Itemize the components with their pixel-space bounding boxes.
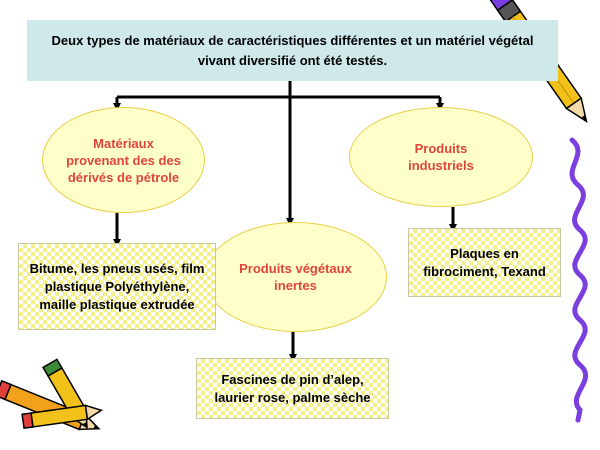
decorative-squiggle bbox=[569, 137, 589, 423]
box-plaques-text: Plaques en fibrociment, Texand bbox=[423, 245, 546, 279]
pencil-bottom-left-3-icon bbox=[21, 404, 104, 430]
box-fascines-text: Fascines de pin d’alep, laurier rose, pa… bbox=[214, 371, 371, 405]
node-produits-industriels-label: Produits industriels bbox=[408, 141, 474, 173]
box-fascines: Fascines de pin d’alep, laurier rose, pa… bbox=[196, 358, 389, 419]
title-text: Deux types de matériaux de caractéristiq… bbox=[51, 32, 534, 68]
node-materiaux-petrole-label: Matériaux provenant des des dérivés de p… bbox=[66, 135, 181, 185]
box-bitume-text: Bitume, les pneus usés, film plastique P… bbox=[29, 260, 205, 312]
node-materiaux-petrole: Matériaux provenant des des dérivés de p… bbox=[42, 107, 205, 213]
box-bitume: Bitume, les pneus usés, film plastique P… bbox=[18, 243, 216, 330]
title-box: Deux types de matériaux de caractéristiq… bbox=[27, 20, 558, 81]
node-produits-industriels: Produits industriels bbox=[349, 107, 533, 207]
node-produits-vegetaux-label: Produits végétaux inertes bbox=[239, 261, 352, 293]
node-produits-vegetaux: Produits végétaux inertes bbox=[204, 222, 387, 332]
box-plaques: Plaques en fibrociment, Texand bbox=[408, 228, 561, 297]
